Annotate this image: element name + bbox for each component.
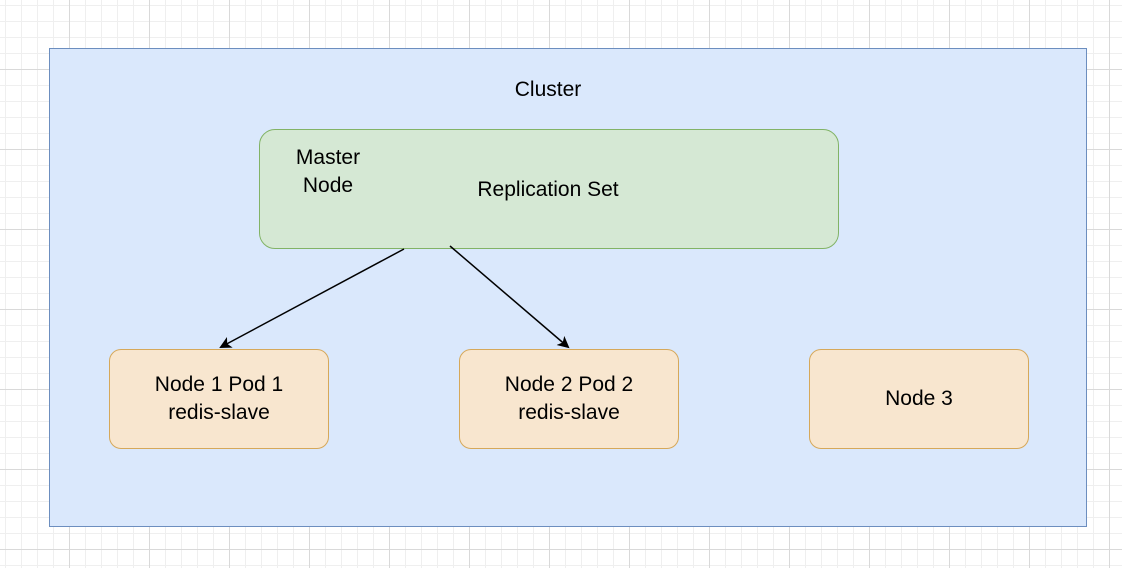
node-1-label-line1: Node 1 Pod 1 [154, 373, 284, 396]
node-3-box: Node 3 [809, 349, 1029, 449]
node-1-label-line2: redis-slave [168, 401, 270, 424]
node-2-label-line2: redis-slave [518, 401, 620, 424]
cluster-container [49, 48, 1087, 527]
node-2-box: Node 2 Pod 2 redis-slave [459, 349, 679, 449]
cluster-title: Cluster [514, 78, 582, 101]
node-1-box: Node 1 Pod 1 redis-slave [109, 349, 329, 449]
node-3-label: Node 3 [885, 387, 953, 410]
master-node-box [259, 129, 839, 249]
master-node-label: Master Node [282, 144, 374, 200]
replication-set-label: Replication Set [477, 178, 619, 201]
master-node-label-line1: Master [295, 146, 361, 169]
master-node-label-line2: Node [302, 174, 354, 197]
node-2-label-line1: Node 2 Pod 2 [504, 373, 634, 396]
